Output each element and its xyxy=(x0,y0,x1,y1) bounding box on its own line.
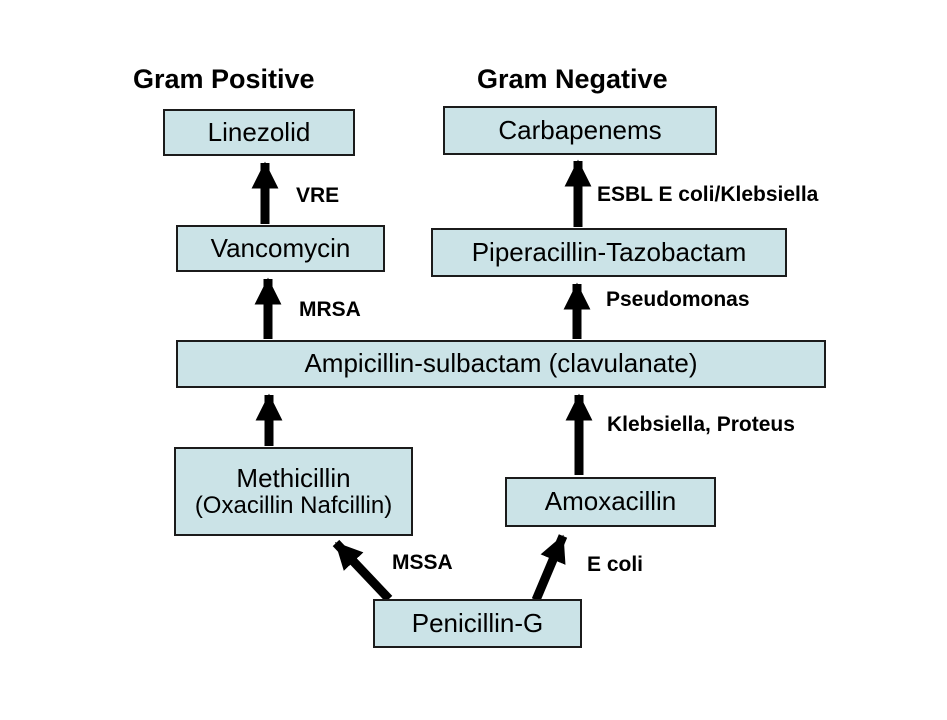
box-penicillin-g-label: Penicillin-G xyxy=(411,607,544,638)
gram-negative-heading: Gram Negative xyxy=(477,64,668,94)
arrow-penicillin-to-amoxacillin xyxy=(531,534,568,602)
box-vancomycin-label: Vancomycin xyxy=(210,232,351,263)
label-esbl-e-coli-klebsiella: ESBL E coli/Klebsiella xyxy=(597,183,819,206)
box-penicillin-g: Penicillin-G xyxy=(373,599,582,648)
label-vre: VRE xyxy=(296,184,340,207)
box-linezolid-label: Linezolid xyxy=(207,116,311,147)
gram-positive-heading: Gram Positive xyxy=(133,64,315,94)
box-methicillin-sublabel: (Oxacillin Nafcillin) xyxy=(194,491,393,519)
box-ampicillin-sulbactam-label: Ampicillin-sulbactam (clavulanate) xyxy=(304,348,698,379)
box-methicillin-label: Methicillin xyxy=(236,463,351,494)
box-amoxacillin: Amoxacillin xyxy=(505,477,716,527)
box-ampicillin-sulbactam: Ampicillin-sulbactam (clavulanate) xyxy=(176,340,826,388)
label-mssa: MSSA xyxy=(392,551,453,574)
box-piperacillin-tazobactam-label: Piperacillin-Tazobactam xyxy=(471,236,747,267)
arrow-penicillin-to-methicillin xyxy=(332,539,393,603)
box-vancomycin: Vancomycin xyxy=(176,225,385,272)
label-pseudomonas: Pseudomonas xyxy=(606,288,750,311)
box-carbapenems: Carbapenems xyxy=(443,106,717,155)
label-mrsa: MRSA xyxy=(299,298,361,321)
box-amoxacillin-label: Amoxacillin xyxy=(544,486,677,517)
box-linezolid: Linezolid xyxy=(163,109,355,156)
box-methicillin: Methicillin (Oxacillin Nafcillin) xyxy=(174,447,413,536)
box-carbapenems-label: Carbapenems xyxy=(498,114,662,145)
label-klebsiella-proteus: Klebsiella, Proteus xyxy=(607,413,795,436)
box-piperacillin-tazobactam: Piperacillin-Tazobactam xyxy=(431,228,787,277)
label-e-coli: E coli xyxy=(587,553,644,576)
